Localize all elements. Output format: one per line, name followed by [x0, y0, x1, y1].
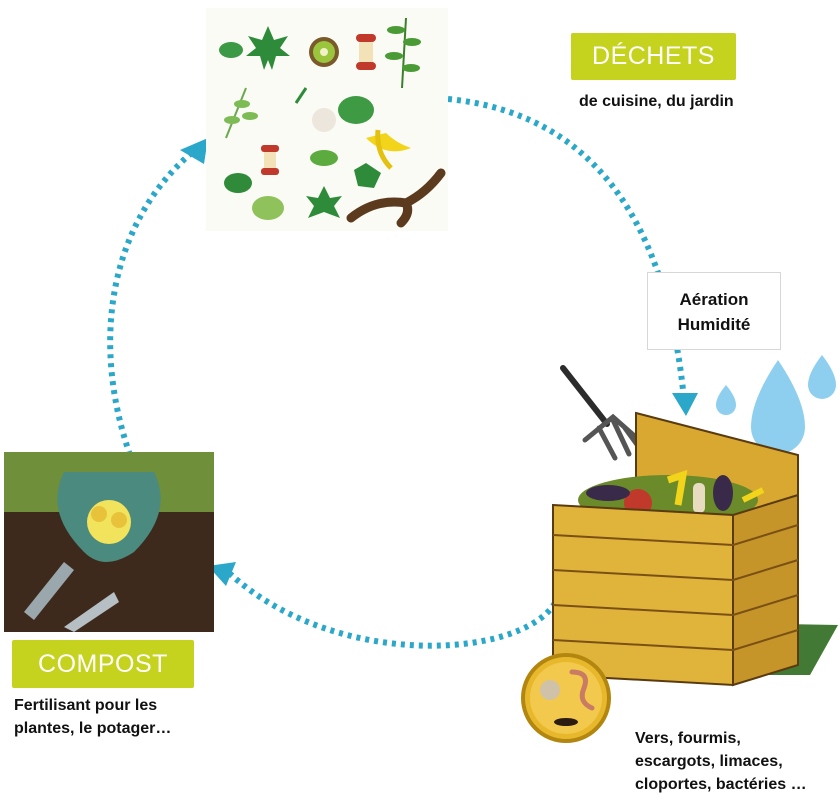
kiwi-icon: [309, 37, 339, 67]
round-leaf-icon: [338, 96, 374, 124]
pitchfork-icon: [560, 365, 644, 461]
water-drops-icon: [716, 355, 836, 454]
waste-caption: de cuisine, du jardin: [579, 93, 734, 110]
arrowhead-bin: [672, 393, 698, 416]
apple-core-2-icon: [261, 145, 279, 175]
garlic-icon: [294, 87, 336, 132]
gardening-hands-photo: [4, 452, 214, 632]
organisms-caption-line3: cloportes, bactéries …: [635, 776, 807, 793]
banana-peel-icon: [366, 129, 411, 170]
arrow-compost-to-waste: [107, 147, 197, 456]
compost-bin-illustration: [552, 411, 838, 687]
compost-caption-line1: Fertilisant pour les: [14, 697, 158, 714]
oak-leaf-2-icon: [252, 196, 284, 220]
arrowhead-waste: [180, 138, 208, 164]
aeration-label: Aération: [679, 290, 749, 309]
ivy-leaf-icon: [354, 163, 381, 188]
organisms-caption-line1: Vers, fourmis,: [635, 730, 741, 747]
arrow-waste-to-bin: [447, 96, 686, 391]
kitchen-garden-waste-illustration: [206, 8, 448, 231]
compost-caption-line2: plantes, le potager…: [14, 720, 172, 737]
soil-organisms-icon: [521, 653, 611, 743]
compost-caption: Fertilisant pour les plantes, le potager…: [14, 694, 171, 740]
fern-icon: [224, 87, 258, 139]
arrow-bin-to-compost: [223, 567, 558, 649]
conditions-box: Aération Humidité: [647, 272, 781, 350]
oak-leaf-icon: [310, 150, 338, 166]
small-leaf-icon: [219, 42, 243, 58]
maple-leaf-icon: [246, 26, 290, 70]
organisms-caption-line2: escargots, limaces,: [635, 753, 783, 770]
organisms-caption: Vers, fourmis, escargots, limaces, clopo…: [635, 727, 807, 796]
maple-leaf-2-icon: [306, 186, 342, 218]
humidity-label: Humidité: [677, 315, 751, 334]
apple-core-icon: [356, 34, 376, 70]
compost-tag: COMPOST: [12, 640, 194, 688]
arrowhead-compost: [208, 562, 236, 586]
leaf-icon: [224, 173, 252, 193]
waste-tag: DÉCHETS: [571, 33, 736, 80]
branch-leaves-icon: [385, 17, 421, 89]
root-branch-icon: [346, 168, 446, 228]
